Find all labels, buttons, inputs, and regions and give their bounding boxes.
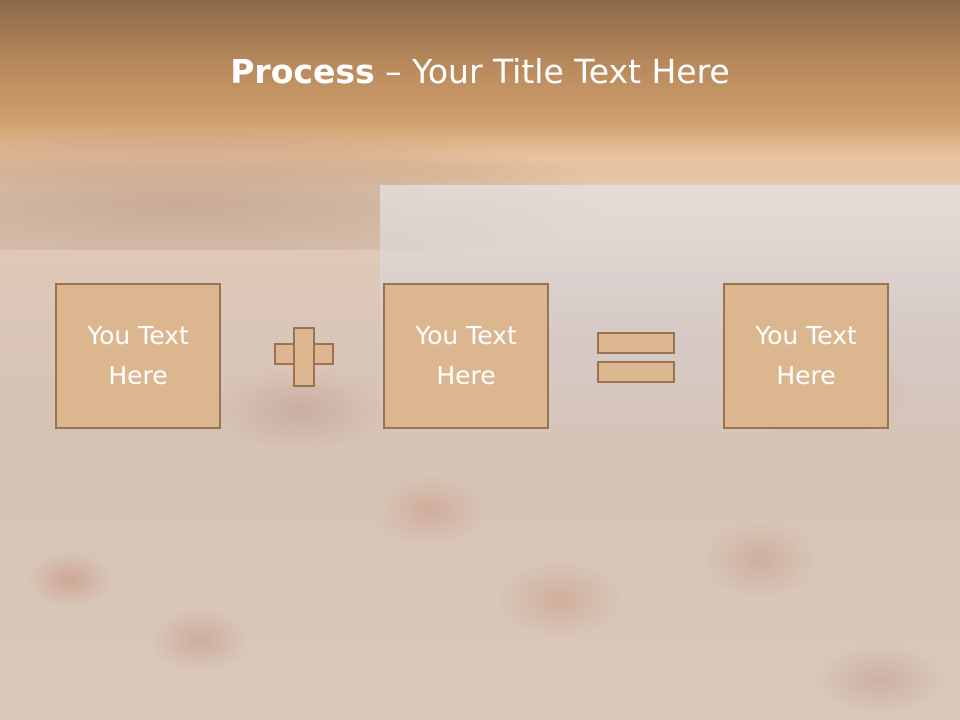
process-box-2[interactable]: You Text Here (383, 283, 549, 429)
slide-title[interactable]: Process – Your Title Text Here (0, 52, 960, 91)
header-band (0, 0, 960, 185)
title-dash: – (374, 52, 413, 91)
title-bold-part: Process (230, 52, 375, 91)
equals-icon-bottom-bar (597, 361, 675, 383)
process-box-1[interactable]: You Text Here (55, 283, 221, 429)
process-box-3-text: You Text Here (755, 321, 857, 390)
process-box-1-text: You Text Here (87, 321, 189, 390)
process-box-3[interactable]: You Text Here (723, 283, 889, 429)
equals-icon-top-bar (597, 332, 675, 354)
plus-icon-center (295, 345, 313, 363)
title-rest: Your Title Text Here (412, 52, 730, 91)
process-box-2-text: You Text Here (415, 321, 517, 390)
